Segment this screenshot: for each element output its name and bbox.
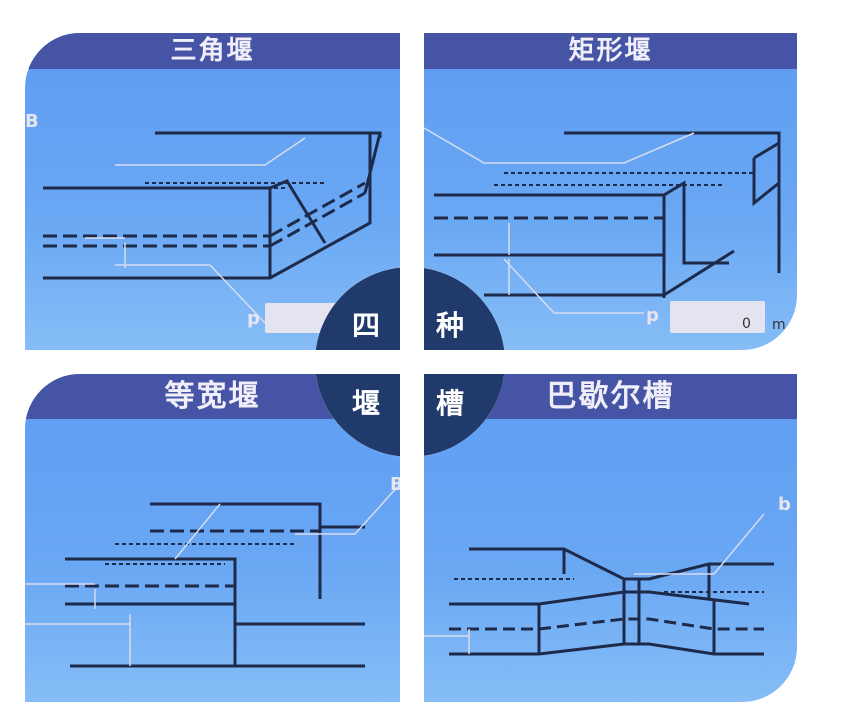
panel-title: 三角堰 xyxy=(25,33,400,69)
rectangular-weir-diagram xyxy=(424,127,781,314)
triangular-weir-diagram xyxy=(43,131,382,324)
badge-char: 四 xyxy=(352,309,381,342)
height-label: p xyxy=(646,305,659,326)
throat-width-label: b xyxy=(778,494,791,515)
height-value: 0 xyxy=(742,316,751,332)
broad-crested-weir-diagram xyxy=(25,483,400,668)
width-label: B xyxy=(25,111,39,132)
triangular-weir-panel: 三角堰 B p xyxy=(25,33,400,350)
height-label: p xyxy=(247,308,260,329)
badge-quadrants xyxy=(315,267,505,457)
panel-title: 矩形堰 xyxy=(424,33,797,69)
height-input[interactable] xyxy=(670,301,765,333)
parshall-flume-panel: 巴歇尔槽 b xyxy=(424,374,797,702)
broad-crested-weir-panel: 等宽堰 B xyxy=(25,374,400,702)
divider xyxy=(0,350,846,374)
width-label: B xyxy=(390,474,400,495)
unit-label: m xyxy=(772,317,786,333)
badge-char: 种 xyxy=(436,309,465,342)
rectangular-weir-panel: 矩形堰 p 0 m xyxy=(424,33,797,350)
parshall-flume-diagram xyxy=(424,513,774,656)
badge-char: 堰 xyxy=(352,387,381,420)
badge-char: 槽 xyxy=(436,387,465,420)
